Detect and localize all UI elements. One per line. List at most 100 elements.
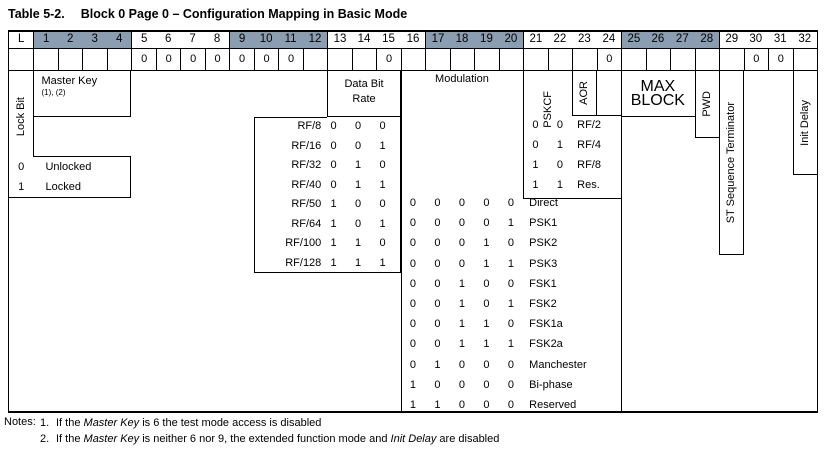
modulation-name: FSK2a: [529, 338, 563, 351]
modulation-bit: 1: [483, 237, 490, 250]
divider-line: [523, 198, 622, 199]
bit-header-cell: 2: [57, 32, 83, 48]
table-title: Table 5-2. Block 0 Page 0 – Configuratio…: [8, 7, 407, 21]
data-rate-name: RF/40: [291, 178, 322, 191]
data-bit-rate-label-line1: Data Bit: [344, 78, 384, 90]
modulation-bit: 0: [458, 217, 466, 230]
pskcf-setting-name: RF/2: [577, 119, 601, 131]
data-rate-bit: 0: [330, 139, 337, 152]
data-rate-name: RF/16: [291, 139, 322, 152]
modulation-name: Direct: [529, 197, 558, 209]
notes-list: 1. If the Master Key is 6 the test mode …: [4, 416, 814, 447]
note-text: If the Master Key is neither 6 nor 9, th…: [56, 432, 500, 445]
modulation-rows: 0 0 0 0 0 Direct 0 0 0 0 1 PSK1: [401, 193, 817, 415]
lock-bit-meaning: Unlocked: [45, 161, 92, 173]
modulation-bit: 0: [409, 237, 417, 250]
modulation-row: 0 0 1 1 0 FSK1a: [401, 314, 817, 334]
pwd-label: PWD: [701, 91, 714, 117]
pskcf-bit: 0: [532, 119, 539, 131]
modulation-bit: 0: [483, 297, 490, 310]
modulation-bit: 0: [483, 358, 490, 371]
pskcf-setting-name: Res.: [577, 179, 600, 191]
note-text: If the Master Key is 6 the test mode acc…: [56, 417, 322, 429]
note-number: 2.: [40, 432, 50, 445]
fixed-value-cell: 0: [229, 49, 253, 70]
bit-header-cell: 28: [694, 32, 720, 48]
lock-bit-value: 1: [18, 181, 25, 193]
fixed-value-cell: 0: [180, 49, 204, 70]
modulation-bit: 0: [507, 237, 514, 250]
pskcf-row: 1 1 Res.: [523, 175, 621, 195]
fixed-value-cell: 0: [204, 49, 229, 70]
bit-header-cell: 19: [474, 32, 499, 48]
bit-header-cell: 8: [213, 33, 221, 45]
fixed-value-cell: 0: [155, 49, 180, 70]
st-sequence-terminator-label: ST Sequence Terminator: [725, 101, 738, 224]
fixed-value-cell: [523, 49, 547, 70]
lock-bit-label: Lock Bit: [15, 97, 28, 137]
data-bit-rate-row: RF/40 0 1 1: [254, 176, 401, 196]
note-number: 1.: [40, 417, 50, 429]
data-rate-bit: 1: [379, 139, 386, 152]
fixed-value-cell: 0: [278, 49, 302, 70]
modulation-bit: 0: [458, 197, 466, 209]
modulation-bit: 0: [507, 398, 514, 411]
data-rate-bit: 1: [354, 237, 362, 249]
bit-header-cell: 5: [131, 32, 155, 48]
data-rate-bit: 0: [379, 159, 386, 171]
bit-header-cell: 24: [602, 33, 616, 45]
bit-header-cell: 15: [382, 33, 395, 45]
data-rate-bit: 0: [379, 198, 386, 210]
modulation-row: 0 0 0 1 0 PSK2: [401, 233, 817, 253]
data-rate-name: RF/50: [291, 198, 322, 210]
bit-header-cell: 30: [749, 33, 763, 45]
data-rate-bit: 1: [354, 256, 362, 269]
modulation-bit: 0: [458, 378, 466, 391]
modulation-bit: 0: [507, 277, 514, 290]
modulation-bit: 1: [409, 398, 417, 411]
table-title-number: Table 5-2.: [8, 7, 65, 21]
data-rate-name: RF/64: [291, 217, 322, 230]
fixed-value-cell: [645, 49, 670, 70]
bit-header-cell: 14: [357, 33, 371, 45]
data-bit-rate-rows: RF/8 0 0 0 RF/16 0 0 1 RF/32 0 1 0: [254, 117, 401, 273]
modulation-name: PSK2: [529, 237, 558, 250]
modulation-row: 0 0 1 1 1 FSK2a: [401, 334, 817, 354]
modulation-bit: 0: [483, 197, 490, 209]
bit-header-cell: 23: [577, 33, 591, 45]
data-bit-rate-label-line2: Rate: [352, 93, 376, 105]
bit-header-cell: 1: [33, 32, 58, 48]
bit-header-row: L 1 2 3 4 5 6 7 8 9 10 11: [9, 32, 817, 49]
fixed-value-cell: [474, 49, 498, 70]
bit-header-cell: 20: [498, 32, 524, 48]
modulation-bit: 0: [458, 358, 466, 371]
bit-header-cell: 9: [229, 32, 254, 48]
st-sequence-terminator-box: ST Sequence Terminator: [719, 71, 744, 255]
modulation-bit: 1: [507, 297, 514, 310]
bit-header-cell: 32: [798, 33, 812, 45]
modulation-bit: 0: [507, 197, 514, 209]
modulation-bit: 1: [434, 398, 441, 411]
modulation-row: 1 1 0 0 0 Reserved: [401, 395, 817, 415]
bit-header-cell: 3: [82, 32, 107, 48]
bit-mapping-table: L 1 2 3 4 5 6 7 8 9 10 11: [8, 30, 818, 413]
modulation-bit: 0: [458, 237, 466, 250]
data-bit-rate-row: RF/8 0 0 0: [254, 117, 401, 137]
fixed-value-cell: [400, 49, 425, 70]
data-bit-rate-row: RF/128 1 1 1: [254, 254, 401, 274]
data-rate-name: RF/128: [285, 256, 322, 269]
modulation-row: 0 0 0 1 1 PSK3: [401, 254, 817, 274]
modulation-bit: 0: [483, 217, 490, 230]
table-title-text: Block 0 Page 0 – Configuration Mapping i…: [80, 7, 408, 21]
fixed-value-cell: [9, 49, 33, 70]
modulation-bit: 0: [434, 277, 441, 290]
modulation-bit: 0: [434, 217, 441, 230]
bit-header-cell: 25: [621, 32, 646, 48]
divider-line: [523, 71, 525, 198]
data-rate-bit: 0: [354, 120, 362, 132]
master-key-label: Master Key: [41, 75, 98, 87]
init-delay-label: Init Delay: [799, 99, 812, 146]
data-rate-bit: 1: [330, 237, 337, 249]
data-rate-bit: 0: [354, 198, 362, 210]
